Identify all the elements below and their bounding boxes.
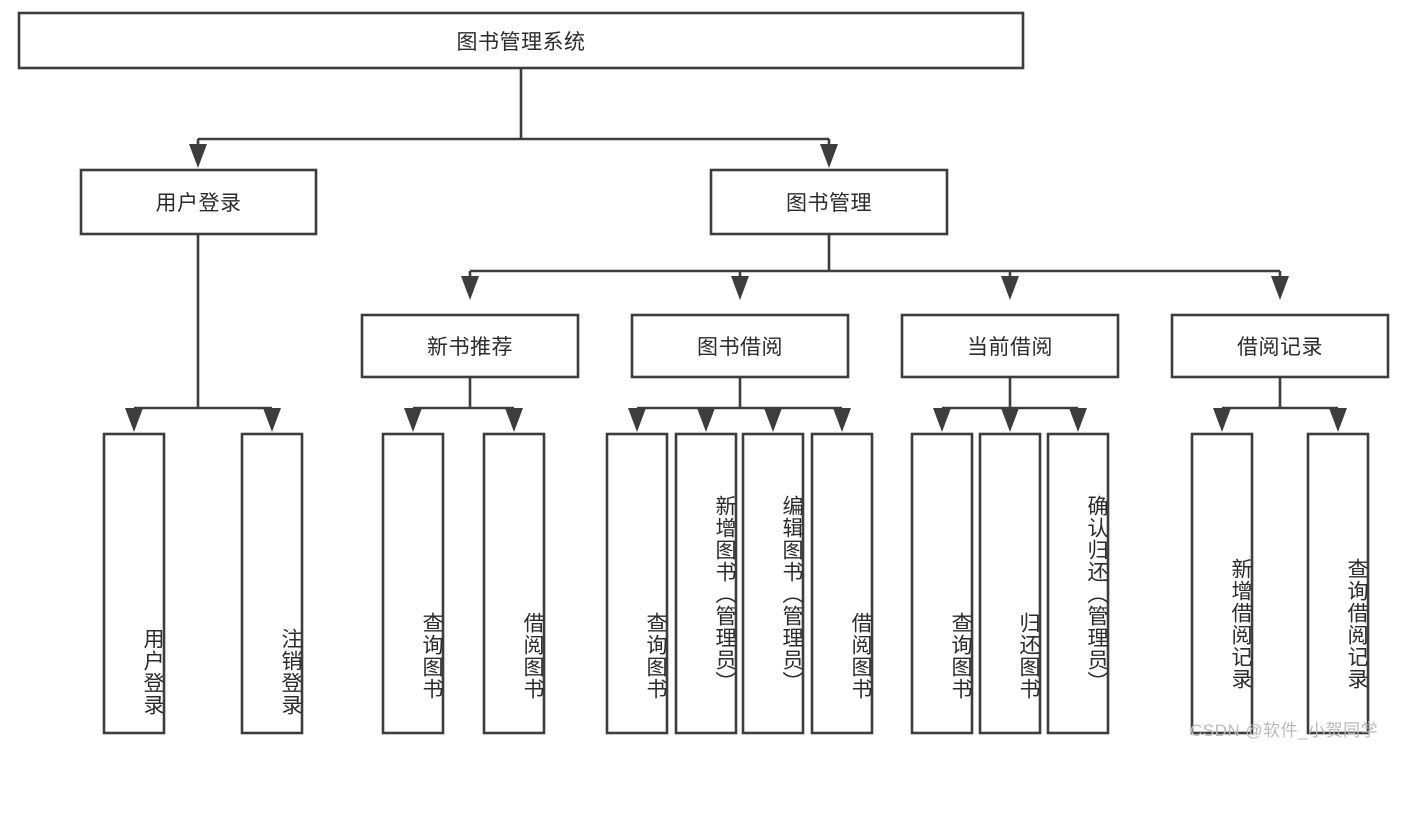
edge-bookborrow-to-leaves bbox=[628, 377, 851, 432]
edge-currentborrow-to-leaves bbox=[933, 377, 1087, 432]
edge-newbookrec-to-leaves bbox=[404, 377, 523, 432]
diagram-svg bbox=[17, 11, 1390, 735]
node-box-leaf-add-book[interactable] bbox=[674, 432, 738, 735]
node-box-leaf-query-record[interactable] bbox=[1306, 432, 1370, 735]
node-box-leaf-logout[interactable] bbox=[240, 432, 304, 735]
node-box-leaf-borrow-book-2[interactable] bbox=[810, 432, 874, 735]
node-box-new-book-rec[interactable] bbox=[360, 313, 580, 379]
node-box-leaf-add-record[interactable] bbox=[1190, 432, 1254, 735]
node-box-leaf-user-login[interactable] bbox=[102, 432, 166, 735]
node-box-leaf-edit-book[interactable] bbox=[741, 432, 805, 735]
node-box-leaf-query-book-1[interactable] bbox=[381, 432, 445, 735]
node-box-book-borrow[interactable] bbox=[630, 313, 850, 379]
edge-bookmanage-to-level3 bbox=[461, 234, 1289, 300]
node-box-root[interactable] bbox=[17, 11, 1025, 70]
csdn-watermark: CSDN @软件_小贺同学 bbox=[1190, 721, 1379, 740]
node-box-leaf-confirm-return[interactable] bbox=[1046, 432, 1110, 735]
node-box-current-borrow[interactable] bbox=[900, 313, 1120, 379]
node-box-borrow-record[interactable] bbox=[1170, 313, 1390, 379]
diagram-canvas: 图书管理系统 用户登录 图书管理 新书推荐 图书借阅 当前借阅 借阅记录 用户登… bbox=[17, 11, 1390, 740]
node-box-leaf-query-book-2[interactable] bbox=[605, 432, 669, 735]
node-box-book-manage[interactable] bbox=[709, 168, 949, 236]
edge-borrowrecord-to-leaves bbox=[1213, 377, 1347, 432]
node-box-leaf-query-book-3[interactable] bbox=[910, 432, 974, 735]
edge-userlogin-to-leaves bbox=[125, 234, 281, 432]
node-box-leaf-return-book[interactable] bbox=[978, 432, 1042, 735]
node-box-user-login[interactable] bbox=[79, 168, 318, 236]
edge-root-to-level2 bbox=[189, 68, 838, 168]
node-box-leaf-borrow-book-1[interactable] bbox=[482, 432, 546, 735]
